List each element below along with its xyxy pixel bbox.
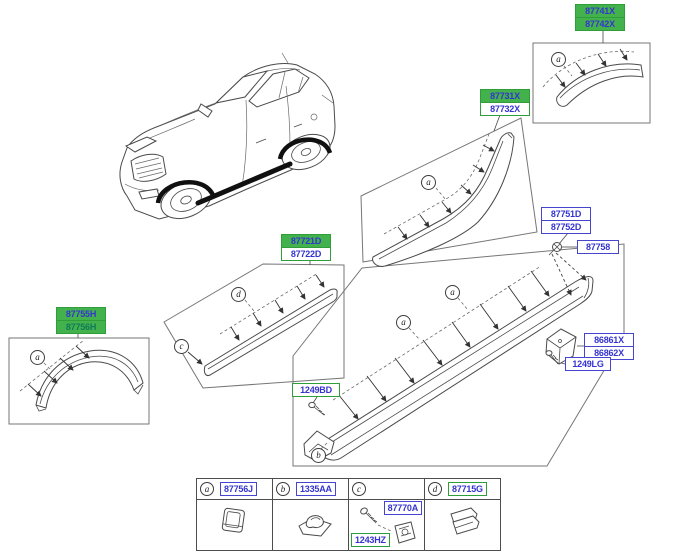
marker-a: a — [421, 175, 436, 190]
part-number[interactable]: 1249LG — [565, 357, 611, 371]
part-number[interactable]: 86861X — [584, 333, 634, 347]
box-quarter-garnish — [360, 117, 538, 263]
part-number[interactable]: 87741X — [575, 4, 625, 18]
box-front-arch — [8, 337, 150, 425]
part-label-1249bd[interactable]: 1249BD — [292, 383, 340, 397]
marker-d: d — [231, 287, 246, 302]
marker-b: b — [276, 482, 290, 496]
marker-d: d — [428, 482, 442, 496]
part-number[interactable]: 87770A — [383, 501, 422, 515]
screw-1249bd-icon — [308, 401, 326, 416]
box-door-moulding — [163, 263, 345, 389]
fastener-table: a 87756J b 1335AA — [196, 478, 501, 551]
box-rear-arch — [532, 42, 651, 124]
front-arch-garnish-drawing — [19, 339, 144, 412]
part-number[interactable]: 87732X — [480, 102, 530, 116]
table-column-b: b 1335AA — [273, 479, 349, 550]
retainer-clip-icon — [450, 507, 480, 535]
part-number[interactable]: 1335AA — [296, 482, 336, 496]
part-number[interactable]: 87715G — [448, 482, 487, 496]
part-number[interactable]: 1243HZ — [351, 533, 390, 547]
marker-b: b — [311, 448, 326, 463]
rear-arch-garnish-drawing — [542, 48, 644, 107]
screw-1249lg-icon — [545, 350, 559, 365]
table-column-a: a 87756J — [197, 479, 273, 550]
part-number[interactable]: 87721D — [281, 234, 331, 248]
part-label-87731x-87732x[interactable]: 87731X 87732X — [480, 89, 530, 116]
marker-a: a — [30, 350, 45, 365]
part-label-87741x-87742x[interactable]: 87741X 87742X — [575, 4, 625, 31]
part-number[interactable]: 87751D — [541, 207, 591, 221]
pad-clip-icon — [221, 507, 245, 533]
part-label-1249lg[interactable]: 1249LG — [565, 357, 611, 371]
marker-a: a — [551, 52, 566, 67]
part-label-87755h-87756h[interactable]: 87755H 87756H — [56, 307, 106, 334]
marker-a: a — [200, 482, 214, 496]
part-label-87721d-87722d[interactable]: 87721D 87722D — [281, 234, 331, 261]
marker-a: a — [396, 315, 411, 330]
part-number[interactable]: 87758 — [577, 240, 619, 254]
part-number[interactable]: 87742X — [575, 17, 625, 31]
quarter-garnish-drawing — [372, 132, 515, 267]
part-number[interactable]: 87756J — [220, 482, 257, 496]
screw-and-bracket-icon — [360, 507, 416, 544]
box-side-sill — [292, 243, 625, 467]
marker-c: c — [174, 339, 189, 354]
marker-c: c — [352, 482, 366, 496]
part-number[interactable]: 87755H — [56, 307, 106, 321]
part-number[interactable]: 1249BD — [292, 383, 340, 397]
part-number[interactable]: 87722D — [281, 247, 331, 261]
snap-clip-icon — [298, 515, 332, 537]
marker-a: a — [445, 285, 460, 300]
door-moulding-drawing — [187, 272, 338, 376]
part-label-87751d-87752d[interactable]: 87751D 87752D — [541, 207, 591, 234]
part-number[interactable]: 87752D — [541, 220, 591, 234]
vehicle-illustration-icon — [119, 52, 336, 220]
table-column-d: d 87715G — [425, 479, 500, 550]
table-column-c: c 87770A 1243HZ — [349, 479, 425, 550]
part-label-86861x-86862x[interactable]: 86861X 86862X — [584, 333, 634, 360]
part-number[interactable]: 87731X — [480, 89, 530, 103]
grommet-icon — [548, 242, 587, 296]
part-label-87758[interactable]: 87758 — [577, 240, 619, 254]
part-number[interactable]: 87756H — [56, 320, 106, 334]
